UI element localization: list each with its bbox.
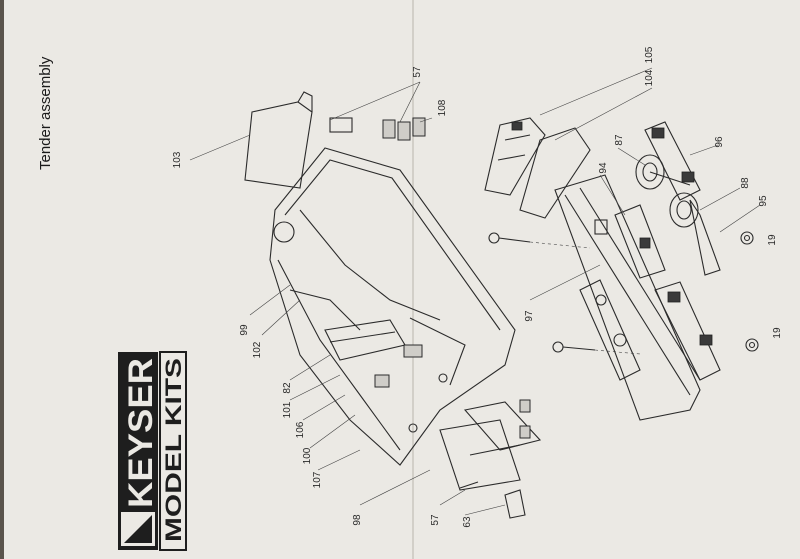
part-label: 19 (767, 234, 778, 246)
part-96-bogie (644, 121, 721, 276)
part-102-tender-body (269, 147, 516, 466)
part-87-wheelset (635, 154, 691, 190)
brand-name: KEYSER (122, 358, 160, 508)
diagram-title: Tender assembly (37, 56, 54, 170)
part-104-plate (519, 127, 591, 219)
part-label: 105 (644, 46, 655, 63)
part-88-wheelset (669, 192, 699, 228)
part-label: 98 (352, 514, 363, 526)
part-label: 101 (282, 401, 293, 418)
part-label: 87 (614, 134, 625, 146)
part-63-coupling-hook (504, 489, 526, 519)
part-label: 100 (302, 447, 313, 464)
part-94-bogie (614, 204, 666, 279)
part-105-coal-plate (484, 117, 546, 196)
part-label: 107 (312, 471, 323, 488)
part-label: 57 (430, 514, 441, 526)
part-103-rear-cover (244, 91, 313, 189)
part-label: 95 (758, 195, 769, 207)
part-label: 102 (252, 341, 263, 358)
part-97-chassis (554, 174, 701, 421)
brand-subtitle: MODEL KITS (161, 358, 186, 542)
screw-upper (488, 232, 591, 249)
part-label: 96 (714, 136, 725, 148)
part-label: 88 (740, 177, 751, 189)
part-label: 97 (524, 310, 535, 322)
paper-fold-line (412, 0, 414, 559)
part-19-nut-upper (740, 231, 754, 245)
part-label: 108 (437, 99, 448, 116)
screw-lower (552, 341, 641, 355)
part-57-link (459, 481, 479, 489)
part-label: 94 (598, 162, 609, 174)
part-label: 57 (412, 66, 423, 78)
part-label: 63 (462, 516, 473, 528)
part-label: 106 (295, 421, 306, 438)
part-98-buffer-beam (439, 399, 542, 491)
part-19-nut-lower (745, 338, 759, 352)
part-label: 99 (239, 324, 250, 336)
part-label: 104 (644, 69, 655, 86)
brand-logo: KEYSER MODEL KITS (118, 351, 187, 551)
part-108-coupling-clips (329, 117, 426, 141)
part-label: 19 (772, 327, 783, 339)
rear-bogie (579, 279, 721, 381)
leader-lines (189, 67, 761, 516)
part-label: 103 (172, 151, 183, 168)
part-label: 82 (282, 382, 293, 394)
